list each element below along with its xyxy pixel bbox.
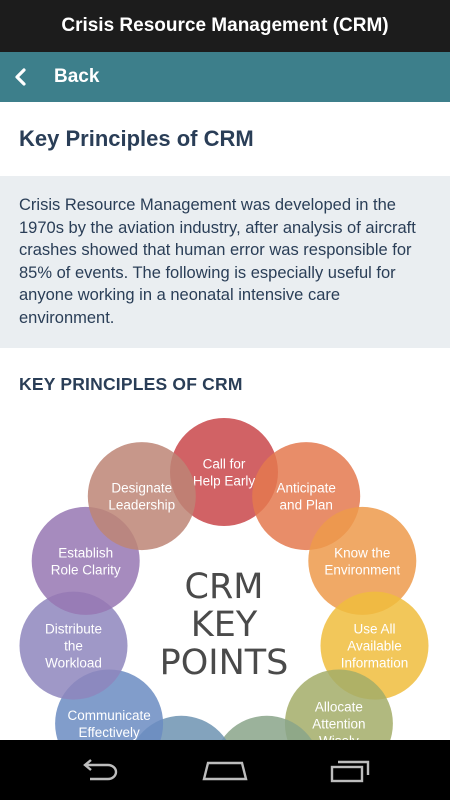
principle-label: Help Early (193, 474, 256, 489)
principle-label: Know the (334, 545, 390, 560)
principle-label: Workload (45, 656, 102, 671)
intro-panel: Crisis Resource Management was developed… (0, 176, 450, 348)
center-title-line: KEY (191, 605, 258, 645)
recent-apps-icon[interactable] (325, 756, 375, 786)
center-title-line: POINTS (160, 643, 289, 683)
principle-label: Distribute (45, 622, 102, 637)
page-title: Key Principles of CRM (19, 126, 254, 151)
principle-label: Use All (353, 622, 395, 637)
principle-label: Effectively (78, 725, 140, 740)
principle-circle (19, 591, 128, 700)
back-button[interactable]: Back (54, 66, 100, 87)
principle-label: Call for (203, 457, 246, 472)
principle-label: Allocate (315, 700, 363, 715)
section-heading: KEY PRINCIPLES OF CRM (19, 374, 243, 394)
home-icon[interactable] (200, 756, 250, 786)
back-nav-bar[interactable]: Back (0, 52, 450, 102)
principle-circle (170, 418, 278, 526)
principle-label: Information (341, 656, 409, 671)
intro-text: Crisis Resource Management was developed… (19, 196, 416, 327)
principle-label: the (64, 639, 83, 654)
center-title-line: CRM (185, 567, 264, 607)
principle-label: Communicate (67, 708, 150, 723)
principle-label: and Plan (280, 498, 333, 513)
principle-label: Environment (324, 562, 400, 577)
principle-label: Establish (58, 545, 113, 560)
app-title: Crisis Resource Management (CRM) (61, 15, 389, 36)
principle-label: Attention (312, 717, 365, 732)
page-heading-band: Key Principles of CRM (0, 102, 450, 176)
principle-label: Role Clarity (51, 562, 121, 577)
principle-label: Designate (111, 481, 172, 496)
principle-circle (308, 506, 417, 615)
chevron-left-icon[interactable] (14, 52, 50, 102)
principle-circle (87, 442, 196, 551)
system-navigation-bar (0, 740, 450, 800)
app-title-bar: Crisis Resource Management (CRM) (0, 0, 450, 52)
principle-label: Leadership (108, 498, 175, 513)
principle-label: Available (347, 639, 402, 654)
back-arrow-icon[interactable] (75, 756, 125, 786)
principle-label: Anticipate (277, 481, 336, 496)
